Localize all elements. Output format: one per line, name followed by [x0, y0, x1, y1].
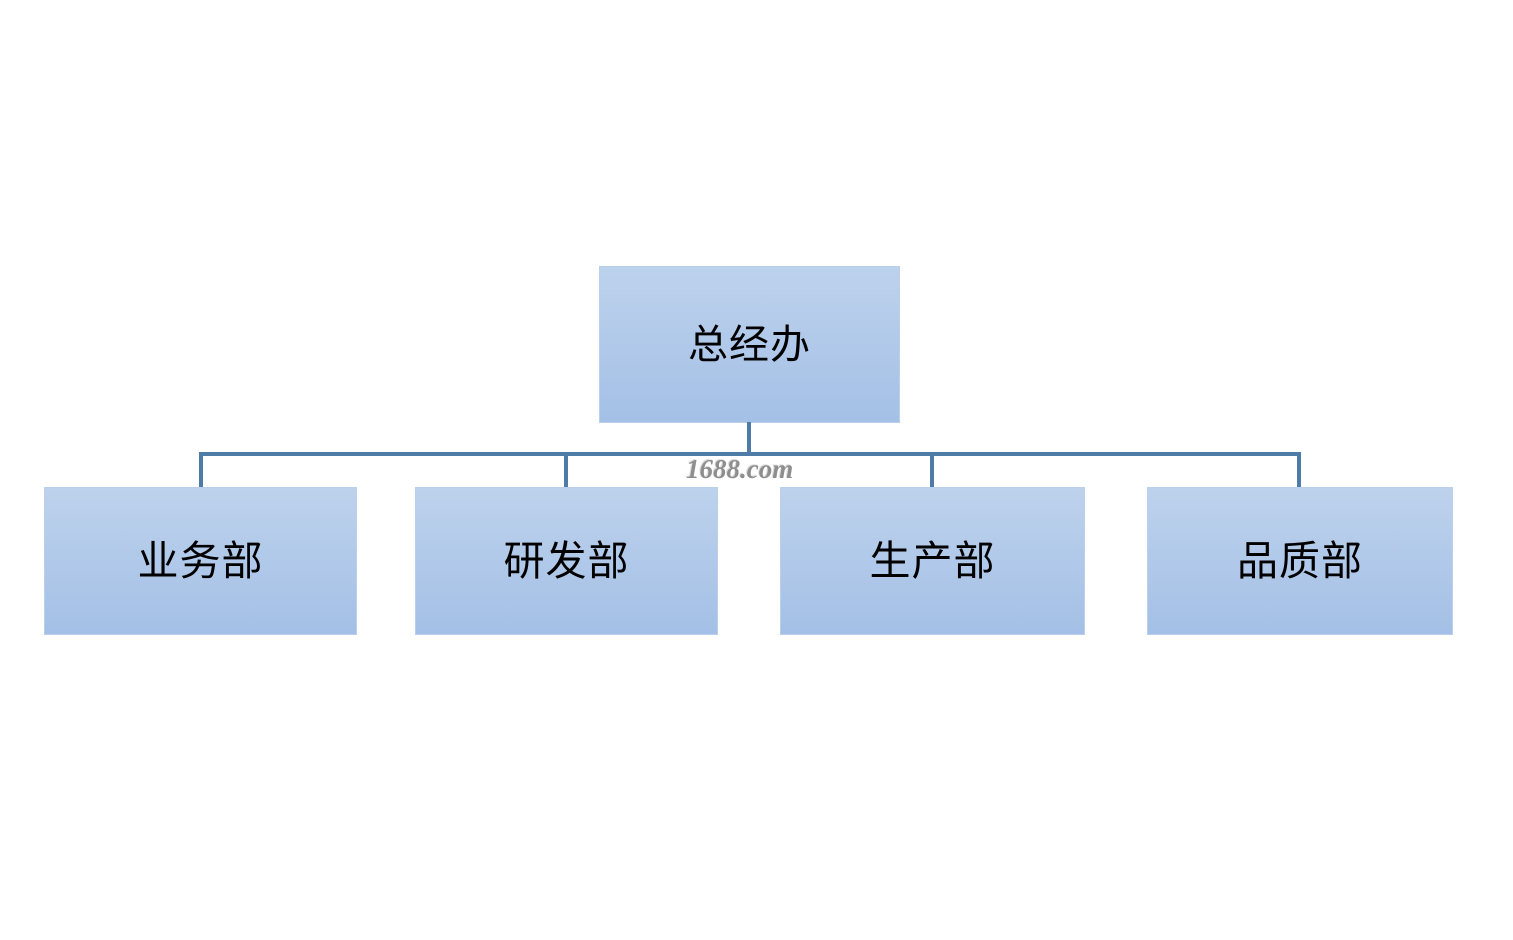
org-node-child-production[interactable]: 生产部 — [780, 487, 1085, 635]
watermark-text: 1688.com — [686, 454, 794, 484]
org-node-child-business[interactable]: 业务部 — [44, 487, 357, 635]
org-node-root-label: 总经办 — [688, 321, 811, 367]
org-node-child-quality-label: 品质部 — [1237, 537, 1363, 584]
org-node-child-production-label: 生产部 — [869, 537, 996, 584]
connector-drop-quality — [1297, 452, 1301, 488]
connector-horizontal-bus — [199, 452, 1301, 456]
connector-drop-production — [930, 452, 934, 488]
org-node-child-quality[interactable]: 品质部 — [1147, 487, 1453, 635]
org-node-child-rnd-label: 研发部 — [503, 537, 630, 584]
org-node-child-business-label: 业务部 — [137, 537, 264, 584]
connector-drop-rnd — [564, 452, 568, 488]
connector-drop-business — [199, 452, 203, 488]
connector-root-stem — [747, 422, 751, 455]
org-node-root[interactable]: 总经办 — [599, 266, 900, 423]
org-node-child-rnd[interactable]: 研发部 — [415, 487, 718, 635]
